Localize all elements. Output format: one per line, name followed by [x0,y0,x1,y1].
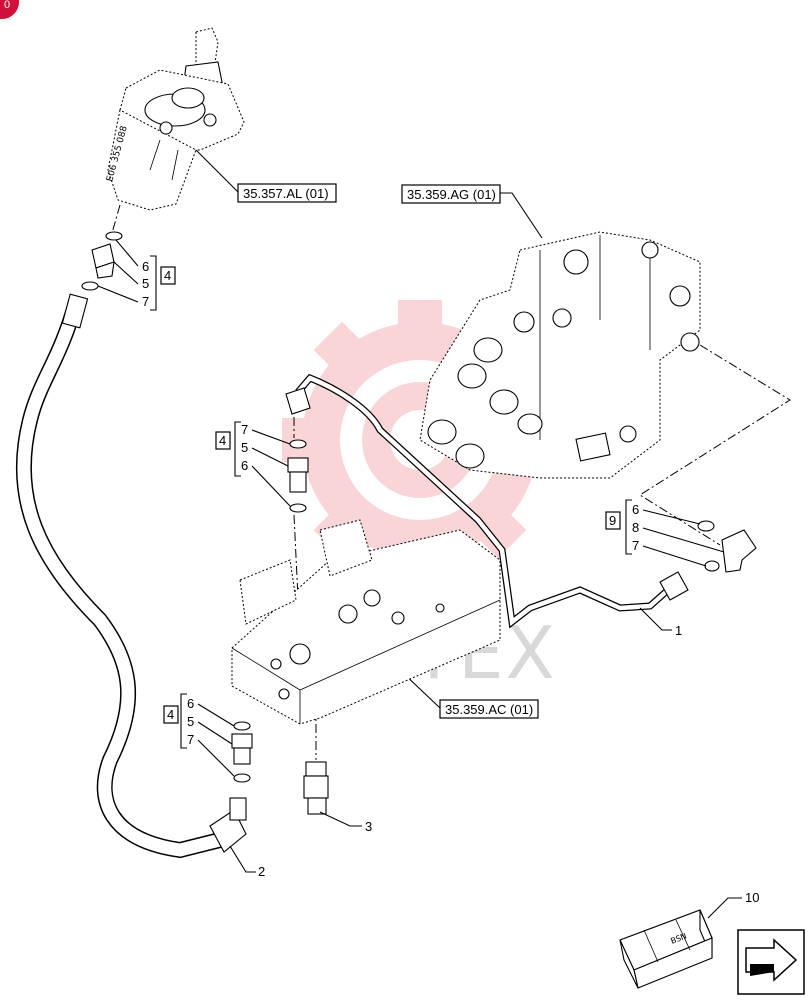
kit-middle-item-3: 6 [241,458,248,473]
kit-lower-kit-label: 4 [167,707,174,722]
kit-right-item-3: 7 [632,538,639,553]
kit-lower-item-3: 7 [187,732,194,747]
kit-right-kit-label: 9 [609,513,616,528]
fittings-top [81,231,123,291]
kit-middle[interactable]: 4 7 5 6 [215,421,291,507]
callout-crate-label: 10 [745,890,759,905]
joystick-illustration: E06 355 088 [105,27,245,211]
kit-lower-item-1: 6 [187,696,194,711]
kit-right[interactable]: 9 6 8 7 [605,499,725,567]
kit-top[interactable]: 6 5 7 4 [97,239,176,311]
crate-illustration: BSN [619,909,713,989]
corner-badge-label: 0 [4,0,10,11]
valve-block-illustration [231,519,501,725]
next-page-arrow-icon[interactable] [737,929,805,995]
callout-pipe[interactable]: 1 [639,607,682,638]
kit-top-item-1: 6 [142,259,149,274]
control-valve-illustration [419,231,701,479]
ref-valve-block-label: 35.359.AC (01) [445,702,533,717]
sensor-illustration [303,761,329,815]
ref-joystick-label: 35.357.AL (01) [243,186,329,201]
callout-sensor[interactable]: 3 [319,811,372,834]
ref-control-valve[interactable]: 35.359.AG (01) [401,184,543,239]
hose-illustration [15,293,247,859]
kit-top-item-2: 5 [142,276,149,291]
kit-middle-item-1: 7 [241,422,248,437]
kit-lower[interactable]: 4 6 5 7 [163,693,235,777]
kit-right-item-1: 6 [632,502,639,517]
fittings-right [697,520,757,573]
kit-right-item-2: 8 [632,520,639,535]
ref-control-valve-label: 35.359.AG (01) [407,187,496,202]
kit-top-kit-label: 4 [164,268,171,283]
callout-hose[interactable]: 2 [229,845,265,879]
pipe-illustration [285,373,689,629]
callout-crate[interactable]: 10 [707,890,759,919]
kit-lower-item-2: 5 [187,714,194,729]
kit-middle-item-2: 5 [241,440,248,455]
kit-top-item-3: 7 [142,294,149,309]
fittings-lower [231,721,253,783]
ref-joystick[interactable]: 35.357.AL (01) [195,149,337,203]
callout-sensor-label: 3 [365,819,372,834]
fittings-middle [287,439,309,513]
corner-badge: 0 [0,0,19,19]
ref-valve-block[interactable]: 35.359.AC (01) [399,669,539,719]
callout-hose-label: 2 [258,864,265,879]
callout-pipe-label: 1 [675,623,682,638]
kit-middle-kit-label: 4 [219,433,226,448]
